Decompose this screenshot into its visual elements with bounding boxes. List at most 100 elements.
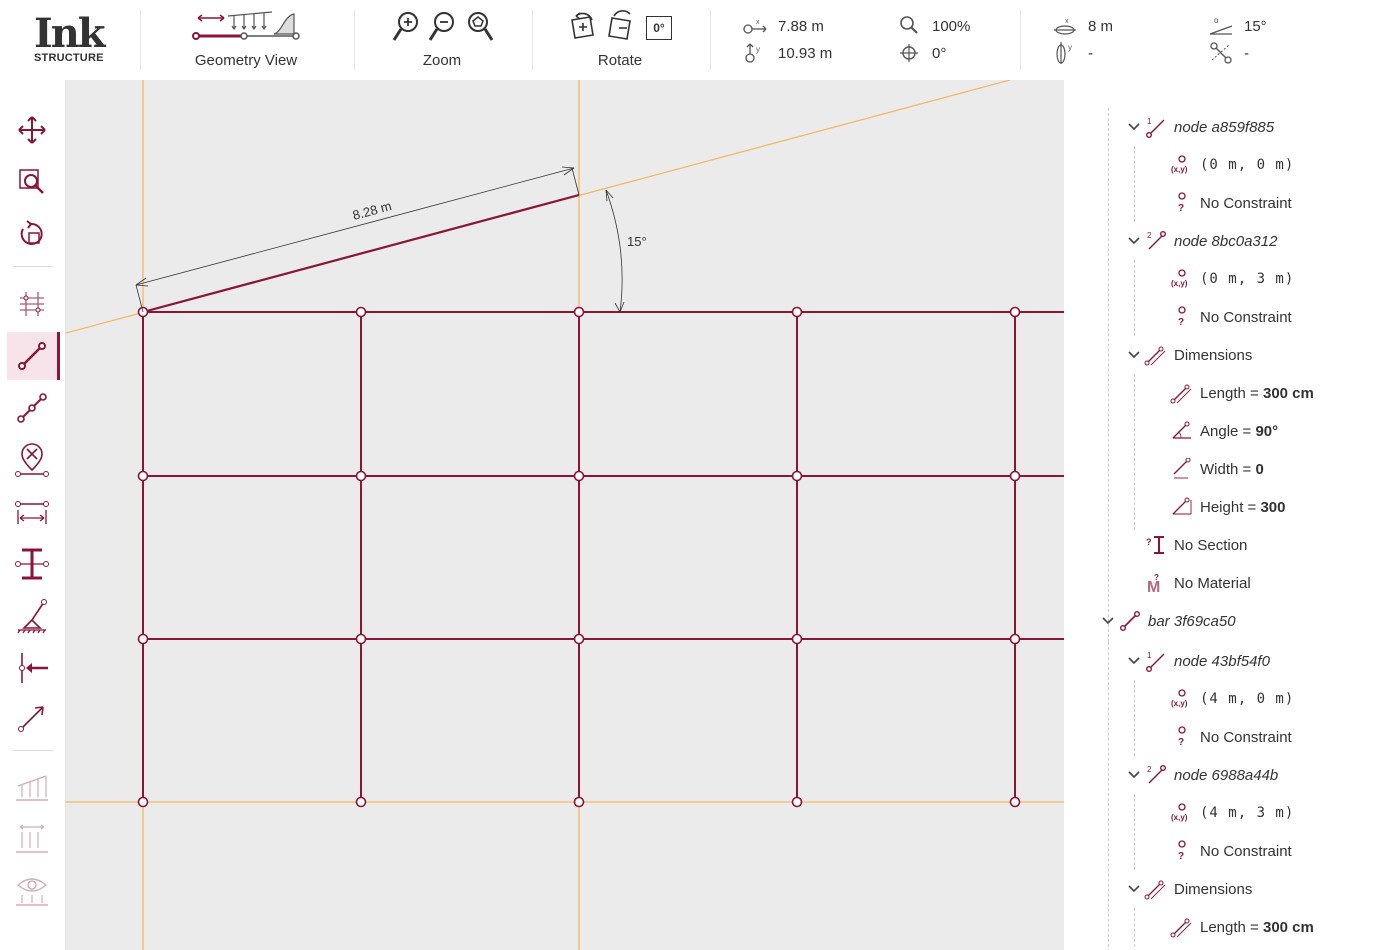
material-icon: M? bbox=[1144, 572, 1168, 594]
chevron-down-icon[interactable] bbox=[1124, 885, 1144, 893]
dimension-angle-label: 15° bbox=[627, 234, 647, 249]
node-coordinate: (4 m, 0 m) bbox=[1200, 691, 1295, 707]
frame-bars[interactable] bbox=[137, 193, 1065, 808]
draw-bar-tool[interactable] bbox=[7, 332, 60, 380]
tree-dimensions[interactable]: Dimensions bbox=[1124, 870, 1252, 908]
frame-node[interactable] bbox=[1009, 796, 1021, 808]
length-icon bbox=[1170, 916, 1194, 938]
grid-tool[interactable] bbox=[6, 280, 58, 328]
pan-tool[interactable] bbox=[6, 106, 58, 154]
snap-node-icon bbox=[1210, 42, 1232, 64]
cursor-y-icon: y bbox=[745, 43, 760, 63]
bar-label: bar 3f69ca50 bbox=[1148, 612, 1236, 630]
node-constraint-row[interactable]: ? No Constraint bbox=[1170, 184, 1292, 222]
width-label: Width = bbox=[1200, 460, 1252, 478]
node-constraint-row[interactable]: ? No Constraint bbox=[1170, 298, 1292, 336]
geometry-view-button[interactable]: Geometry View bbox=[180, 8, 312, 74]
tree-guide bbox=[1134, 680, 1135, 756]
dimension-angle-row[interactable]: Angle = 90° bbox=[1170, 412, 1278, 450]
chevron-down-icon[interactable] bbox=[1124, 657, 1144, 665]
chevron-down-icon[interactable] bbox=[1124, 351, 1144, 359]
split-bar-tool[interactable] bbox=[6, 384, 58, 432]
tree-node-2[interactable]: 2 node 8bc0a312 bbox=[1124, 222, 1277, 260]
zoom-fit-icon[interactable] bbox=[466, 10, 496, 46]
constraint-tool[interactable] bbox=[6, 436, 58, 484]
snap-angle-icon: α bbox=[1209, 16, 1233, 35]
node-coordinate-row[interactable]: (x,y) (4 m, 3 m) bbox=[1170, 794, 1294, 832]
measure-tool[interactable] bbox=[6, 694, 58, 742]
chevron-down-icon[interactable] bbox=[1098, 617, 1118, 625]
start-node-icon: 1 bbox=[1144, 650, 1168, 672]
node-coordinate-row[interactable]: (x,y) (0 m, 0 m) bbox=[1170, 146, 1294, 184]
frame-node[interactable] bbox=[137, 796, 149, 808]
frame-node[interactable] bbox=[1009, 633, 1021, 645]
support-tool[interactable] bbox=[6, 592, 58, 640]
view-loads-tool[interactable] bbox=[6, 868, 58, 916]
load-tool[interactable] bbox=[6, 644, 58, 692]
node-constraint-row[interactable]: ? No Constraint bbox=[1170, 718, 1292, 756]
tree-node-1[interactable]: 1 node 43bf54f0 bbox=[1124, 642, 1270, 680]
zoom-in-icon[interactable] bbox=[392, 10, 422, 46]
svg-text:?: ? bbox=[1178, 317, 1184, 328]
dimension-length-row[interactable]: Length = 300 cm bbox=[1170, 374, 1314, 412]
frame-node[interactable] bbox=[791, 633, 803, 645]
frame-node[interactable] bbox=[355, 633, 367, 645]
frame-node[interactable] bbox=[355, 306, 367, 318]
svg-text:1: 1 bbox=[1147, 651, 1152, 660]
tree-guide bbox=[1134, 794, 1135, 870]
tree-node-1[interactable]: 1 node a859f885 bbox=[1124, 108, 1274, 146]
chevron-down-icon[interactable] bbox=[1124, 123, 1144, 131]
rotate-cw-icon[interactable] bbox=[606, 10, 638, 46]
zoom-window-icon bbox=[19, 169, 44, 194]
rotate-ccw-icon[interactable] bbox=[566, 10, 598, 46]
tree-dimensions[interactable]: Dimensions bbox=[1124, 336, 1252, 374]
tree-node-2[interactable]: 2 node 6988a44b bbox=[1124, 756, 1278, 794]
frame-node[interactable] bbox=[137, 470, 149, 482]
node-constraint-row[interactable]: ? No Constraint bbox=[1170, 832, 1292, 870]
frame-node[interactable] bbox=[1009, 470, 1021, 482]
inclined-bar[interactable] bbox=[142, 193, 580, 314]
length-dimension: 8.28 m bbox=[135, 166, 580, 313]
chevron-down-icon[interactable] bbox=[1124, 237, 1144, 245]
rotate-tool[interactable] bbox=[6, 210, 58, 258]
frame-node[interactable] bbox=[573, 633, 585, 645]
frame-node[interactable] bbox=[573, 796, 585, 808]
frame-node[interactable] bbox=[355, 470, 367, 482]
frame-node[interactable] bbox=[137, 633, 149, 645]
node-coordinate-row[interactable]: (x,y) (0 m, 3 m) bbox=[1170, 260, 1294, 298]
rotate-group: 0° Rotate bbox=[562, 8, 678, 74]
rotate-view-icon bbox=[20, 220, 43, 245]
drawing-canvas[interactable]: 8.28 m 15° bbox=[66, 80, 1064, 950]
frame-node[interactable] bbox=[1009, 306, 1021, 318]
tree-guide bbox=[1134, 146, 1135, 222]
angle-dimension: 15° bbox=[605, 189, 647, 313]
dimension-tool[interactable] bbox=[6, 488, 58, 536]
zoom-tool[interactable] bbox=[6, 158, 58, 206]
dimension-length-row[interactable]: Length = 300 cm bbox=[1170, 908, 1314, 946]
load-dimension-tool[interactable] bbox=[6, 816, 58, 864]
frame-node[interactable] bbox=[791, 470, 803, 482]
coordinate-icon: (x,y) bbox=[1170, 154, 1194, 176]
chevron-down-icon[interactable] bbox=[1124, 771, 1144, 779]
zoom-out-icon[interactable] bbox=[428, 10, 458, 46]
frame-node[interactable] bbox=[573, 470, 585, 482]
dimension-height-row[interactable]: Height = 300 bbox=[1170, 488, 1286, 526]
app-logo: Ink STRUCTURE bbox=[34, 14, 106, 66]
rotate-reset-button[interactable]: 0° bbox=[646, 16, 672, 40]
node-coordinate-row[interactable]: (x,y) (4 m, 0 m) bbox=[1170, 680, 1294, 718]
tree-section[interactable]: ? No Section bbox=[1144, 526, 1247, 564]
constraint-label: No Constraint bbox=[1200, 308, 1292, 326]
frame-node[interactable] bbox=[791, 796, 803, 808]
frame-node[interactable] bbox=[573, 306, 585, 318]
distributed-load-tool[interactable] bbox=[6, 764, 58, 812]
structure-drawing[interactable]: 8.28 m 15° bbox=[66, 80, 1064, 950]
tree-material[interactable]: M? No Material bbox=[1144, 564, 1251, 602]
svg-text:?: ? bbox=[1154, 573, 1159, 582]
dimension-width-row[interactable]: Width = 0 bbox=[1170, 450, 1264, 488]
tree-bar[interactable]: bar 3f69ca50 bbox=[1098, 602, 1236, 640]
svg-text:?: ? bbox=[1178, 203, 1184, 214]
section-tool[interactable] bbox=[6, 540, 58, 588]
frame-node[interactable] bbox=[791, 306, 803, 318]
svg-text:2: 2 bbox=[1147, 765, 1152, 774]
frame-node[interactable] bbox=[355, 796, 367, 808]
